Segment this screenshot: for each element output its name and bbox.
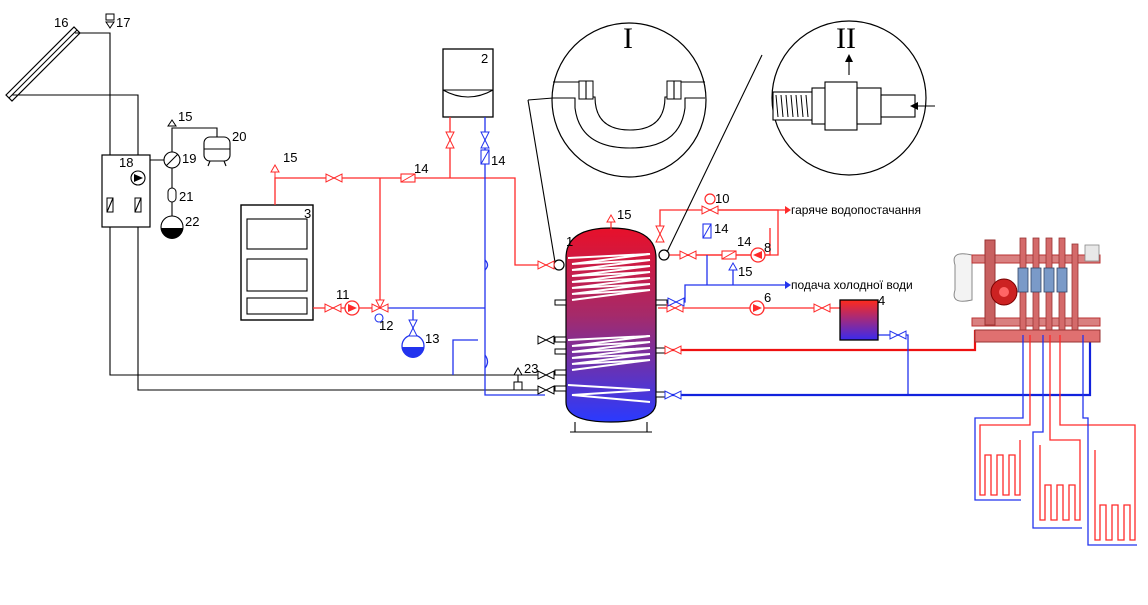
hot-water-caption: гаряче водопостачання [791,203,921,217]
label-15-solar: 15 [178,109,192,124]
label-16: 16 [54,15,68,30]
solar-pump-icon [130,170,146,186]
label-21: 21 [179,189,193,204]
solar-return-line [12,94,545,391]
floor-heating-loops [974,335,1137,546]
label-15-cold: 15 [738,264,752,279]
air-vent-15-solar [167,119,177,127]
label-15-tank: 15 [617,207,631,222]
expansion-tank-22 [160,215,184,239]
label-15-boiler: 15 [283,150,297,165]
cold-water-arrow [785,281,791,289]
expansion-tank-13 [401,334,425,358]
gauge-10 [704,193,716,205]
recirculation-line [680,228,771,256]
label-22: 22 [185,214,199,229]
heating-supply-line [658,330,977,352]
leader-line-two [666,54,763,253]
floor-heating-manifold [953,237,1101,343]
three-way-valve-12 [371,299,389,313]
label-2: 2 [481,51,488,66]
filter-14-hot [721,250,737,260]
expansion-vessel-20 [203,136,231,167]
air-vent-15-tank [606,213,616,230]
label-20: 20 [232,129,246,144]
detail-label-one: I [623,22,633,55]
filter-14-red [400,173,416,183]
label-19: 19 [182,151,196,166]
label-23: 23 [524,361,538,376]
boiler-supply-line [274,177,555,266]
three-way-valve-10 [701,205,719,215]
gas-boiler-return [484,117,545,396]
cold-water-caption: подача холодної води [791,278,913,292]
drain-valve-23 [513,366,523,391]
hot-water-arrow [785,206,791,214]
detail-circle-two [771,20,935,176]
label-14-hot: 14 [737,234,751,249]
heating-return-line [658,330,1092,397]
leader-line-one [527,99,556,263]
air-vent-17 [105,13,115,29]
solar-pump-station [101,154,151,228]
shutoff-valves [324,131,907,400]
label-18: 18 [119,155,133,170]
label-4: 4 [878,293,885,308]
filter-14-blue [480,149,490,165]
mixing-valve-1 [553,259,565,271]
gas-boiler [442,48,494,118]
pump-6 [749,300,765,316]
air-vent-15-boiler [270,163,280,178]
label-13: 13 [425,331,439,346]
label-14-blue: 14 [491,153,505,168]
pump-11 [344,300,360,316]
hot-outlet-detail [658,249,670,261]
label-17: 17 [116,15,130,30]
storage-tank [565,227,657,433]
filter-14-cold [702,223,712,239]
lower-coil [567,384,651,403]
solar-collector [5,26,81,102]
label-14-red: 14 [414,161,428,176]
detail-circle-one [551,22,707,178]
label-11: 11 [336,287,350,302]
label-14-cold: 14 [714,221,728,236]
pressure-gauge [163,151,181,169]
water-heater [839,299,879,341]
middle-coil [567,335,651,371]
label-3: 3 [304,206,311,221]
safety-valve-21 [167,187,177,203]
detail-label-two: II [836,22,856,55]
gauge-12 [374,313,384,323]
tank-nozzles [554,299,668,398]
pump-8 [750,247,766,263]
label-10: 10 [715,191,729,206]
upper-coil [567,253,651,301]
label-6: 6 [764,290,771,305]
label-12: 12 [379,318,393,333]
air-vent-15-cold [728,261,738,271]
label-8: 8 [764,240,771,255]
label-1: 1 [566,234,573,249]
solid-fuel-boiler [240,204,314,321]
